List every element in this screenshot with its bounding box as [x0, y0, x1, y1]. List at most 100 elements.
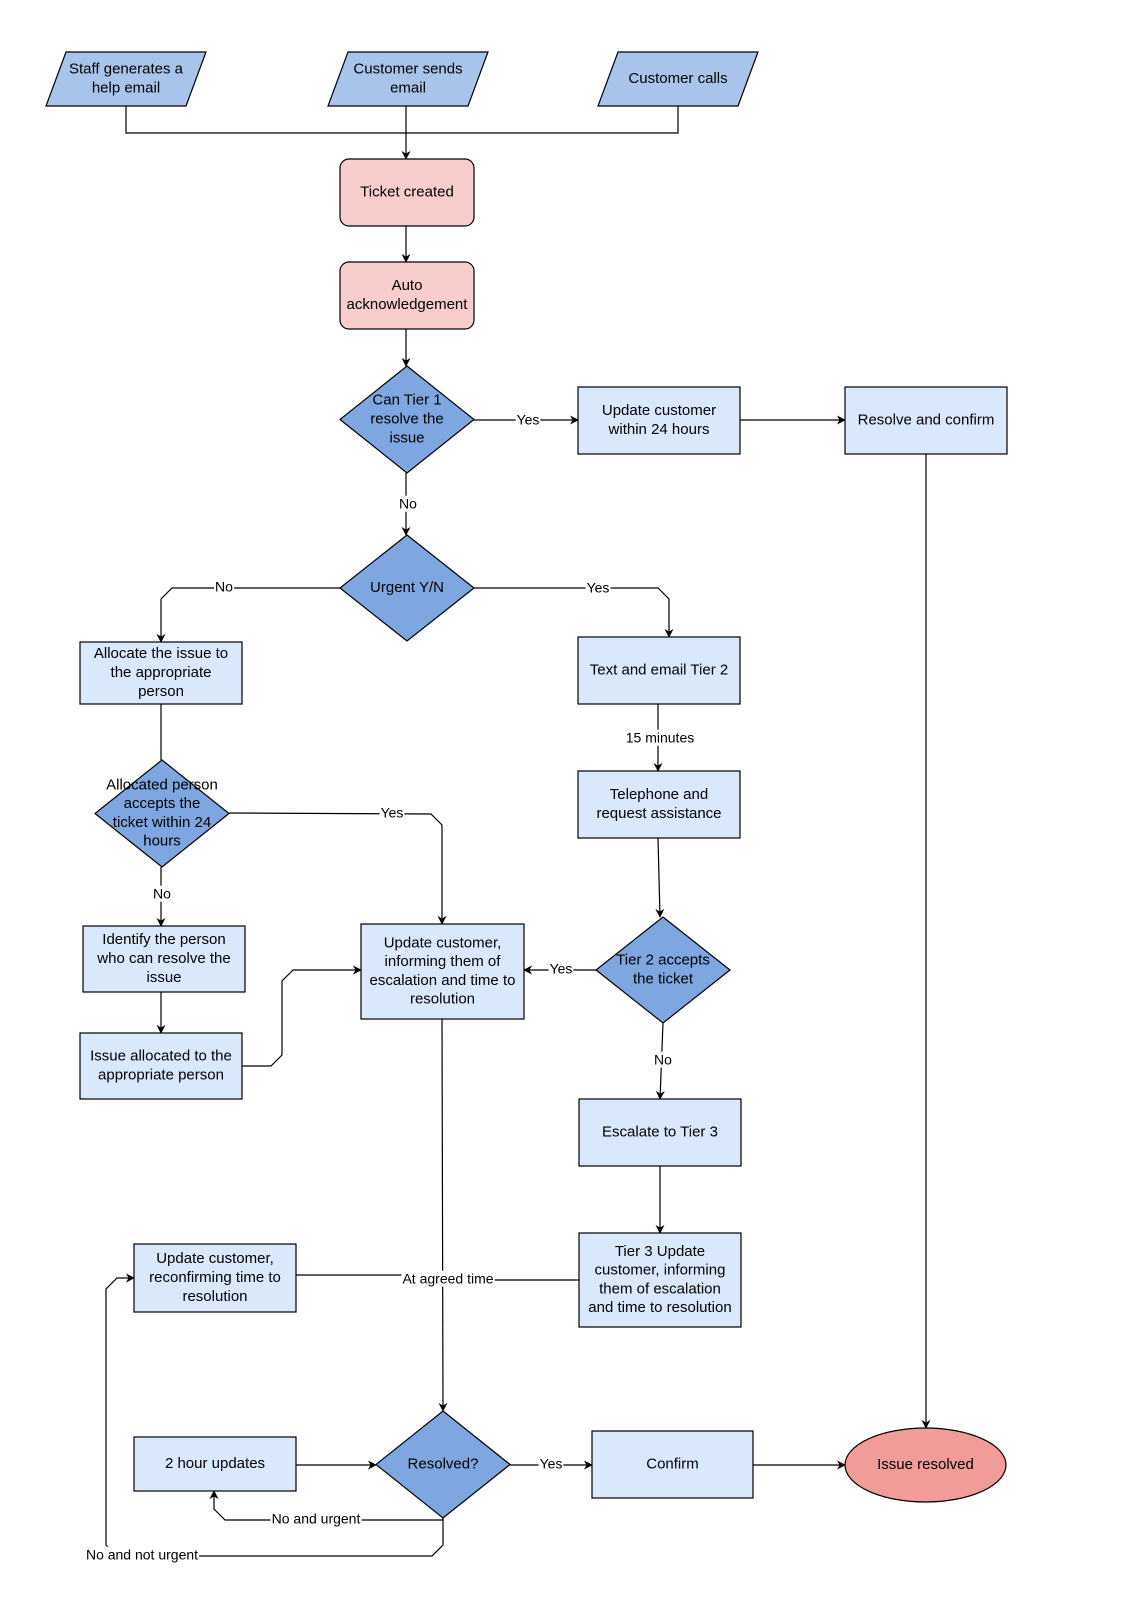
node-label-line: them of escalation	[599, 1280, 721, 1297]
edge-label-urgent-no: No	[214, 578, 235, 595]
connector-accepts-yes-to-update-esc	[228, 812, 447, 925]
node-label-line: request assistance	[596, 805, 721, 822]
node-resolve-confirm[interactable]: Resolve and confirm	[844, 386, 1008, 455]
decision-diamond	[339, 365, 475, 474]
edge-label-text: Yes	[550, 961, 573, 977]
edge-label-fifteen-minutes: 15 minutes	[624, 729, 696, 746]
node-label: Identify the person who can resolve the is…	[96, 931, 230, 986]
node-label-line: hours	[143, 833, 181, 850]
process-box	[133, 1436, 297, 1492]
decision-diamond	[375, 1410, 511, 1519]
node-label: Customer calls	[628, 70, 727, 87]
node-identify-person[interactable]: Identify the person who can resolve the is…	[82, 925, 246, 993]
node-resolved-decision[interactable]: Resolved?	[375, 1410, 511, 1519]
node-label-line: resolution	[182, 1288, 247, 1305]
end-ellipse	[844, 1427, 1007, 1503]
process-box	[360, 923, 525, 1020]
input-shape	[327, 51, 489, 107]
node-label: Urgent Y/N	[370, 579, 444, 596]
edge-label-text: Yes	[381, 805, 404, 821]
node-label-line: Resolve and confirm	[858, 411, 995, 428]
node-label-line: Allocate the issue to	[94, 645, 228, 662]
connector-update-esc-to-resolved	[438, 1018, 448, 1412]
decision-diamond	[339, 534, 475, 642]
edge-label-background	[270, 1510, 362, 1527]
node-label-line: Resolved?	[408, 1455, 479, 1472]
node-label-line: accepts the	[124, 795, 201, 812]
node-customer-calls[interactable]: Customer calls	[597, 51, 759, 107]
edge-label-text: Yes	[587, 580, 610, 596]
node-label: Auto acknowledgement	[347, 277, 469, 313]
node-label: Text and email Tier 2	[590, 661, 728, 678]
node-label-line: Update customer,	[384, 934, 502, 951]
edge-label-background	[214, 578, 235, 595]
node-label-line: acknowledgement	[347, 296, 469, 313]
node-label-line: Identify the person	[102, 931, 225, 948]
node-telephone[interactable]: Telephone and request assistance	[577, 770, 741, 839]
node-label-line: issue	[146, 969, 181, 986]
node-issue-resolved[interactable]: Issue resolved	[844, 1427, 1007, 1503]
node-label-line: Tier 3 Update	[615, 1243, 705, 1260]
node-label-line: Allocated person	[106, 776, 218, 793]
connector-telephone-to-tier2-accepts	[655, 837, 665, 918]
node-two-hour[interactable]: 2 hour updates	[133, 1436, 297, 1492]
connector-calls-to-ticket	[406, 106, 679, 134]
connector-urgent-yes-to-text-tier2	[474, 587, 674, 638]
node-accepts-24h[interactable]: Allocated person accepts the ticket within…	[94, 759, 230, 868]
edge-label-tier1-yes: Yes	[515, 411, 541, 428]
node-auto-ack[interactable]: Auto acknowledgement	[339, 261, 475, 330]
node-label-line: who can resolve the	[96, 950, 230, 967]
process-box	[578, 1232, 742, 1328]
node-label-line: Update customer	[602, 402, 716, 419]
node-label-line: help email	[92, 79, 160, 96]
node-label-line: email	[390, 79, 426, 96]
node-label-line: ticket within 24	[113, 814, 211, 831]
node-label: 2 hour updates	[165, 1455, 265, 1472]
edge-label-background	[515, 411, 541, 428]
node-label-line: Urgent Y/N	[370, 579, 444, 596]
node-label-line: Auto	[392, 277, 423, 294]
node-urgent-decision[interactable]: Urgent Y/N	[339, 534, 475, 642]
process-box	[577, 770, 741, 839]
node-update-24h[interactable]: Update customer within 24 hours	[577, 386, 741, 455]
node-confirm[interactable]: Confirm	[591, 1430, 754, 1499]
node-label-line: within 24 hours	[608, 421, 710, 438]
node-label-line: Tier 2 accepts	[616, 952, 710, 969]
node-label-line: the ticket	[633, 970, 694, 987]
node-escalate-tier3[interactable]: Escalate to Tier 3	[578, 1098, 742, 1167]
node-label-line: Can Tier 1	[372, 392, 441, 409]
edge-label-text: No	[215, 579, 233, 595]
node-label-line: reconfirming time to	[149, 1269, 281, 1286]
node-text-email-tier2[interactable]: Text and email Tier 2	[577, 636, 741, 705]
edge-label-text: No and not urgent	[86, 1547, 198, 1563]
node-label-line: Customer calls	[628, 70, 727, 87]
node-label-line: escalation and time to	[370, 972, 516, 989]
node-label-line: customer, informing	[595, 1262, 726, 1279]
process-box	[577, 386, 741, 455]
edge-label-text: 15 minutes	[626, 730, 694, 746]
node-label-line: Staff generates a	[69, 61, 184, 78]
node-label-line: Telephone and	[610, 786, 708, 803]
node-ticket-created[interactable]: Ticket created	[339, 158, 475, 227]
edge-label-text: Yes	[540, 1456, 563, 1472]
node-label: Update customer within 24 hours	[602, 402, 716, 438]
decision-diamond	[94, 759, 230, 868]
node-label-line: Ticket created	[360, 183, 454, 200]
process-box	[577, 636, 741, 705]
edge-label-background	[152, 885, 173, 902]
node-label-line: person	[138, 683, 184, 700]
